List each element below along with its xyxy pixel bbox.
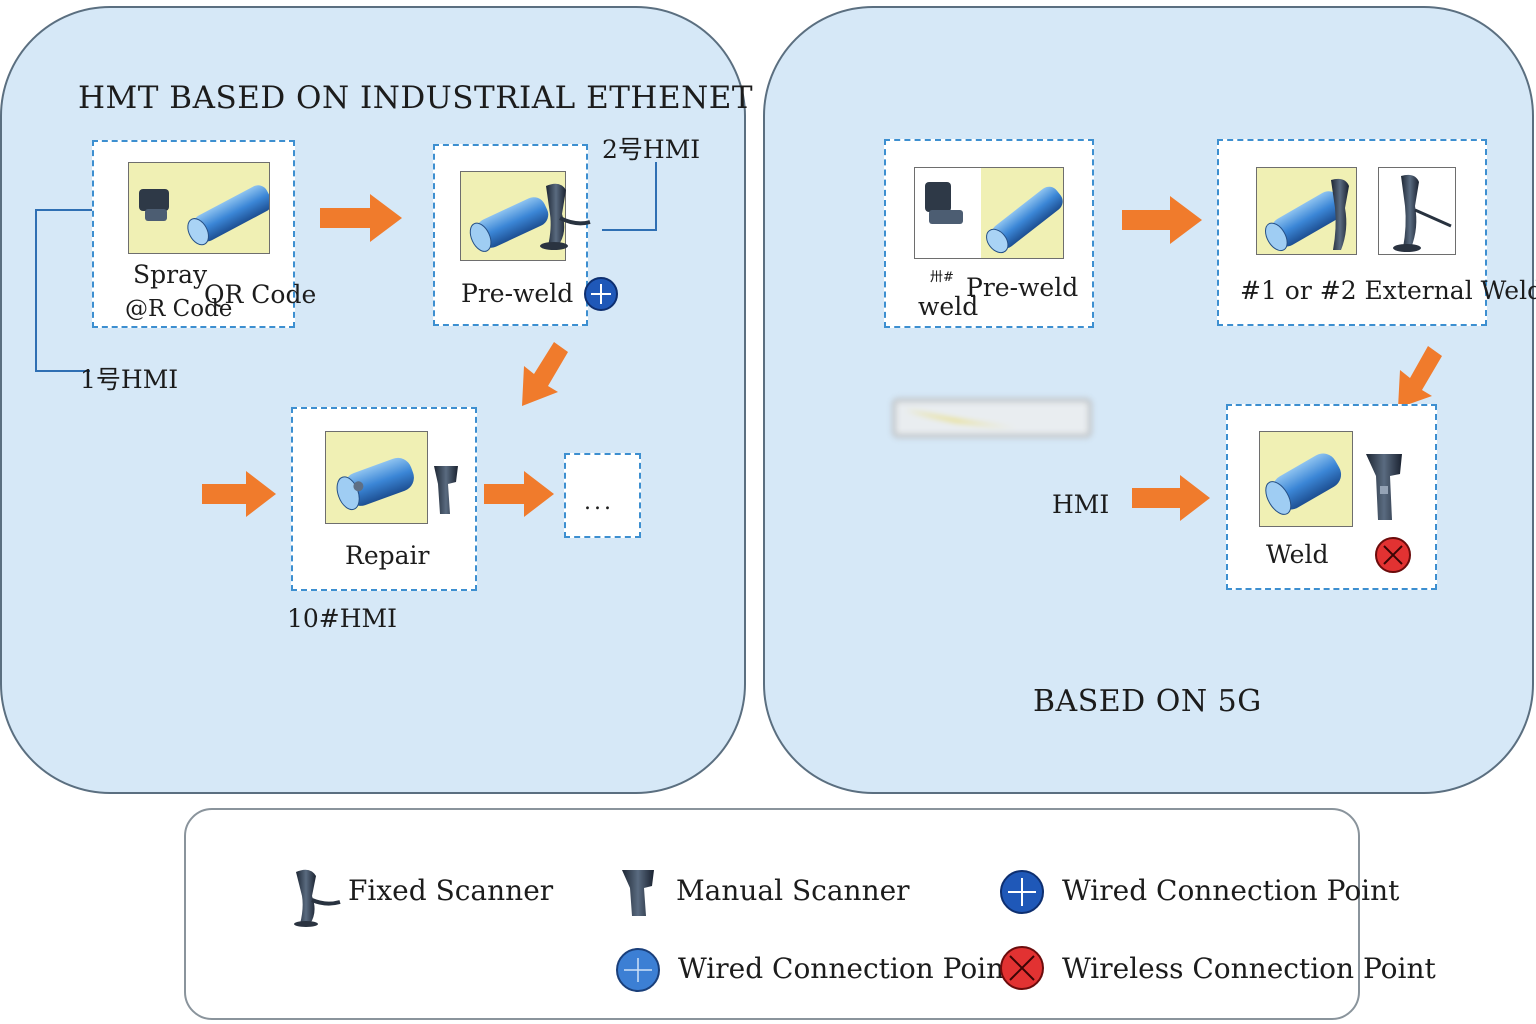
external-weld-image [1256,167,1357,255]
flow-arrow-out-repair [484,471,554,517]
hmi-10-label: 10#HMI [287,604,398,633]
qr-code-label: QR Code [204,280,317,309]
hmi-1-label: 1号HMI [80,365,179,394]
5g-pre-weld-station-image [914,167,1064,259]
legend-fixed-scanner: Fixed Scanner [348,874,554,907]
manual-scanner-icon [622,870,654,916]
5g-flow-arrow-down-left [1398,346,1442,408]
industrial-ethernet-panel [0,6,746,794]
flow-arrow-into-repair [202,471,276,517]
manual-scanner-icon [434,466,458,514]
external-weld-label: #1 or #2 External Weld [1240,276,1536,305]
wireless-connection-point-icon [1375,537,1411,573]
wired-connection-point-alt-icon [616,948,660,992]
wireless-connection-point-icon [1000,946,1044,990]
flow-arrow-down-left [522,342,568,406]
5g-flow-arrow-into-weld [1132,475,1210,521]
hmi-2-label: 2号HMI [602,135,701,164]
weld-label: Weld [1266,540,1329,569]
fixed-scanner-icon [294,869,341,927]
hmi-2-connector-line [602,162,657,231]
5g-weld-label: weld [918,292,979,321]
left-panel-title: HMT BASED ON INDUSTRIAL ETHENET [78,80,754,116]
fixed-scanner-icon [540,183,591,250]
wired-connection-point-icon [584,277,618,311]
external-weld-scanner-image [1378,167,1456,255]
legend-wired-point-1: Wired Connection Point [1062,874,1400,907]
wired-connection-point-icon [1000,870,1044,914]
5g-flow-arrow-1 [1122,196,1202,244]
hmi-1-connector-line [35,209,92,372]
repair-station-image [325,431,428,524]
legend [184,808,1360,1020]
repair-label: Repair [345,541,430,570]
legend-wireless-point: Wireless Connection Point [1062,952,1436,985]
manual-scanner-icon [1366,454,1402,520]
spray-label: Spray [133,260,208,289]
pre-weld-label: Pre-weld [461,279,574,308]
qr-code-label-alt: @R Code [125,296,233,322]
ellipsis-label: ... [584,490,614,515]
flow-arrow-1 [320,194,402,242]
5g-hmi-label: HMI [1052,490,1110,519]
legend-manual-scanner: Manual Scanner [676,874,910,907]
spray-station-image [128,162,270,254]
right-panel-title: BASED ON 5G [1033,684,1262,719]
next-station-box [564,453,641,538]
weld-station-image [1259,431,1353,527]
legend-wired-point-2: Wired Connection Point [678,952,1016,985]
5g-pre-weld-label: Pre-weld [966,273,1079,302]
blurred-graphic [892,398,1092,438]
5g-glyph-label: 卅# [930,270,954,285]
pre-weld-station-image [460,171,566,261]
